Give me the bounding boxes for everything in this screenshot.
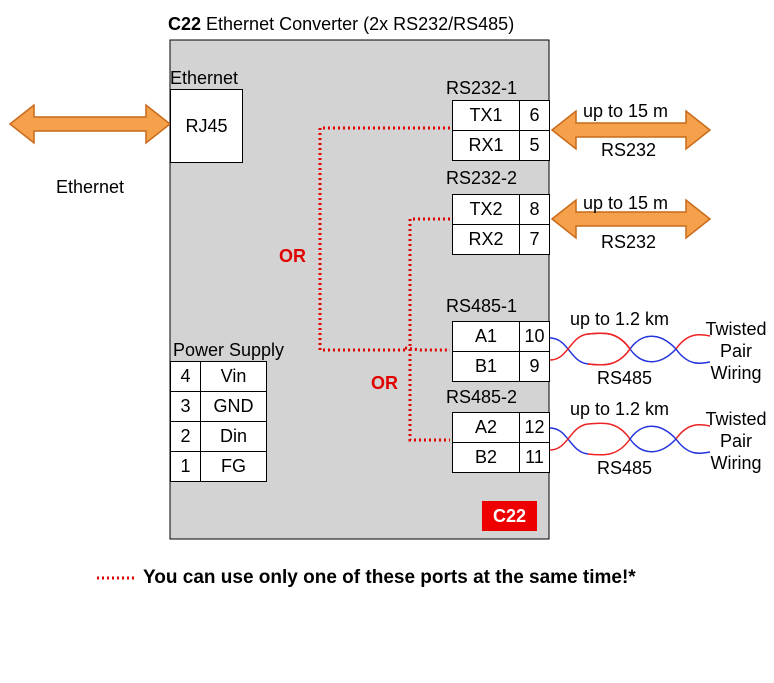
terminal-signal: TX1 bbox=[452, 100, 520, 131]
terminal-pin: 9 bbox=[519, 351, 550, 382]
rs232-2-distance: up to 15 m bbox=[583, 193, 669, 213]
terminal-pin: 6 bbox=[519, 100, 550, 131]
power-pin-name: GND bbox=[200, 391, 267, 422]
twisted-pair-2 bbox=[549, 422, 711, 456]
power-pin: 4 bbox=[170, 361, 201, 392]
rs232-1-distance: up to 15 m bbox=[583, 101, 669, 121]
diagram-title: C22 Ethernet Converter (2x RS232/RS485) bbox=[168, 14, 514, 34]
rs232-1-label: RS232-1 bbox=[446, 78, 518, 98]
rs232-1-arrow bbox=[550, 109, 712, 151]
ethernet-block-label: Ethernet bbox=[170, 68, 239, 88]
terminal-signal: A2 bbox=[452, 412, 520, 443]
wiring-word: Wiring bbox=[710, 363, 762, 383]
power-supply-label: Power Supply bbox=[173, 340, 285, 360]
rs485-2-distance: up to 1.2 km bbox=[570, 399, 670, 419]
rs485-2-bus: RS485 bbox=[597, 458, 653, 478]
power-pin-name: Vin bbox=[200, 361, 267, 392]
dotted-line-rs232-1 bbox=[318, 126, 450, 352]
terminal-signal: RX1 bbox=[452, 130, 520, 161]
or-label-top: OR bbox=[279, 246, 306, 266]
terminal-pin: 8 bbox=[519, 194, 550, 225]
title-description: Ethernet Converter (2x RS232/RS485) bbox=[201, 14, 515, 34]
rs232-2-label: RS232-2 bbox=[446, 168, 518, 188]
model-badge: C22 bbox=[482, 501, 537, 531]
terminal-pin: 5 bbox=[519, 130, 550, 161]
rj45-connector: RJ45 bbox=[170, 89, 243, 163]
rs232-1-bus: RS232 bbox=[601, 140, 657, 160]
power-pin: 1 bbox=[170, 451, 201, 482]
rs485-1-label: RS485-1 bbox=[446, 296, 518, 316]
twisted-pair-1 bbox=[549, 332, 711, 366]
terminal-signal: B1 bbox=[452, 351, 520, 382]
or-label-bottom: OR bbox=[371, 373, 398, 393]
rs485-2-wiring-label: Twisted Pair Wiring bbox=[700, 408, 772, 474]
wiring-word: Pair bbox=[719, 341, 752, 361]
dotted-selection-lines bbox=[318, 126, 450, 442]
terminal-pin: 12 bbox=[519, 412, 550, 443]
wiring-word: Pair bbox=[719, 431, 752, 451]
power-pin-name: Din bbox=[200, 421, 267, 452]
terminal-pin: 10 bbox=[519, 321, 550, 352]
ethernet-arrow bbox=[8, 103, 172, 145]
rj45-label: RJ45 bbox=[185, 115, 228, 136]
terminal-pin: 7 bbox=[519, 224, 550, 255]
title-model: C22 bbox=[168, 14, 202, 34]
terminal-pin: 11 bbox=[519, 442, 550, 473]
rs485-1-distance: up to 1.2 km bbox=[570, 309, 670, 329]
rs485-1-wiring-label: Twisted Pair Wiring bbox=[700, 318, 772, 384]
wiring-word: Twisted bbox=[705, 409, 767, 429]
dotted-line-rs485-1 bbox=[404, 346, 450, 352]
footnote: You can use only one of these ports at t… bbox=[143, 567, 636, 588]
rs485-1-bus: RS485 bbox=[597, 368, 653, 388]
terminal-signal: TX2 bbox=[452, 194, 520, 225]
wiring-word: Twisted bbox=[705, 319, 767, 339]
terminal-signal: RX2 bbox=[452, 224, 520, 255]
power-pin: 3 bbox=[170, 391, 201, 422]
power-pin-name: FG bbox=[200, 451, 267, 482]
dotted-line-rs232-2-rs485-2 bbox=[408, 217, 450, 442]
ethernet-external-label: Ethernet bbox=[56, 177, 125, 197]
terminal-signal: A1 bbox=[452, 321, 520, 352]
rs232-2-arrow bbox=[550, 198, 712, 240]
rs232-2-bus: RS232 bbox=[601, 232, 657, 252]
wiring-word: Wiring bbox=[710, 453, 762, 473]
terminal-signal: B2 bbox=[452, 442, 520, 473]
rs485-2-label: RS485-2 bbox=[446, 387, 518, 407]
power-pin: 2 bbox=[170, 421, 201, 452]
